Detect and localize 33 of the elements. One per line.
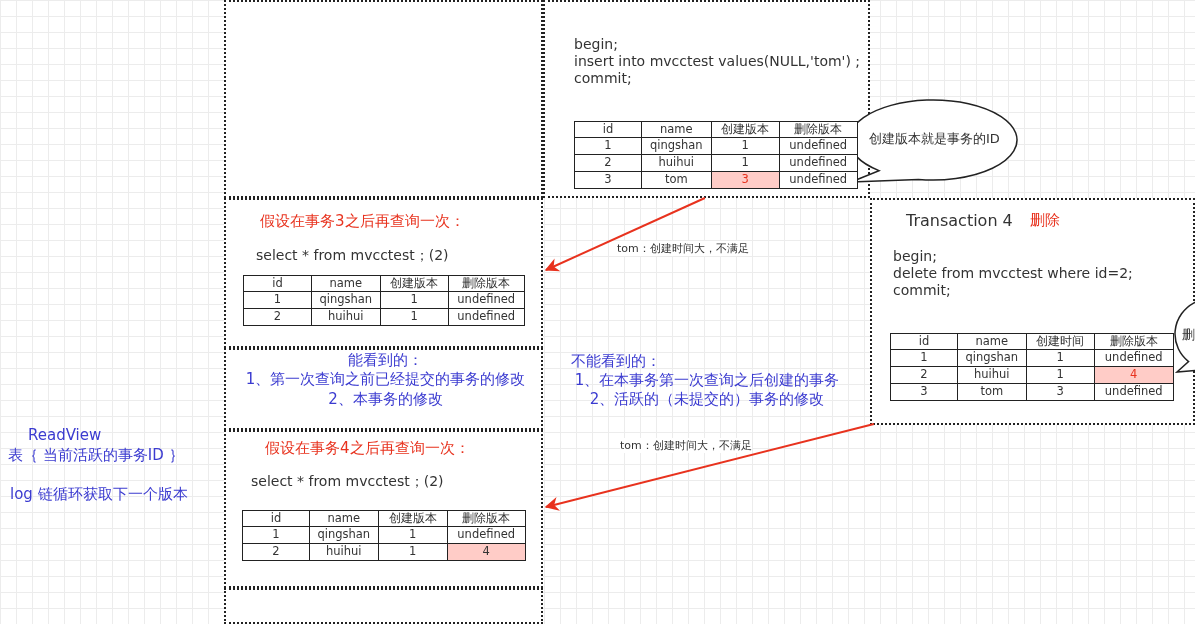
query-panel [224,430,543,588]
note-text: 1、第一次查询之前已经提交的事务的修改 [244,371,527,388]
code-text: commit; [574,70,632,87]
code-text: commit; [893,282,951,299]
heading: 假设在事务3之后再查询一次： [260,213,465,230]
heading: Transaction 4 [906,212,1013,229]
code-text: select * from mvcctest；(2) [251,473,444,490]
note-text: 不能看到的： [570,352,662,371]
note-text: 1、在本事务第一次查询之后创建的事务 [573,371,841,390]
code-text: insert into mvcctest values(NULL,'tom') ; [574,53,861,70]
note-text: log 链循环获取下一个版本 [10,485,188,504]
heading: 能看到的： [347,352,424,369]
heading: 假设在事务4之后再查询一次： [265,440,470,457]
transaction-panel [870,198,1195,425]
arrow [544,423,875,511]
note-text: 2、本事务的修改 [327,391,444,408]
arrow [544,197,706,272]
transaction-panel [543,0,870,198]
code-text: 删 [1182,326,1195,343]
code-text: begin; [574,36,618,53]
edge-label: tom：创建时间大，不满足 [617,241,749,256]
code-text: begin; [893,248,937,265]
note-text: ReadView [28,426,102,444]
code-text: 删除 [1030,212,1060,229]
note-text: 2、活跃的（未提交的）事务的修改 [588,390,826,409]
query-panel [224,198,543,348]
code-text: delete from mvcctest where id=2; [893,265,1133,282]
edge-label: tom：创建时间大，不满足 [620,438,752,453]
empty-panel [224,588,543,624]
code-text: 创建版本就是事务的ID [869,130,1000,147]
note-text: 表｛ 当前活跃的事务ID ｝ [8,446,184,465]
code-text: select * from mvcctest；(2) [256,247,449,264]
note-panel [224,348,543,430]
